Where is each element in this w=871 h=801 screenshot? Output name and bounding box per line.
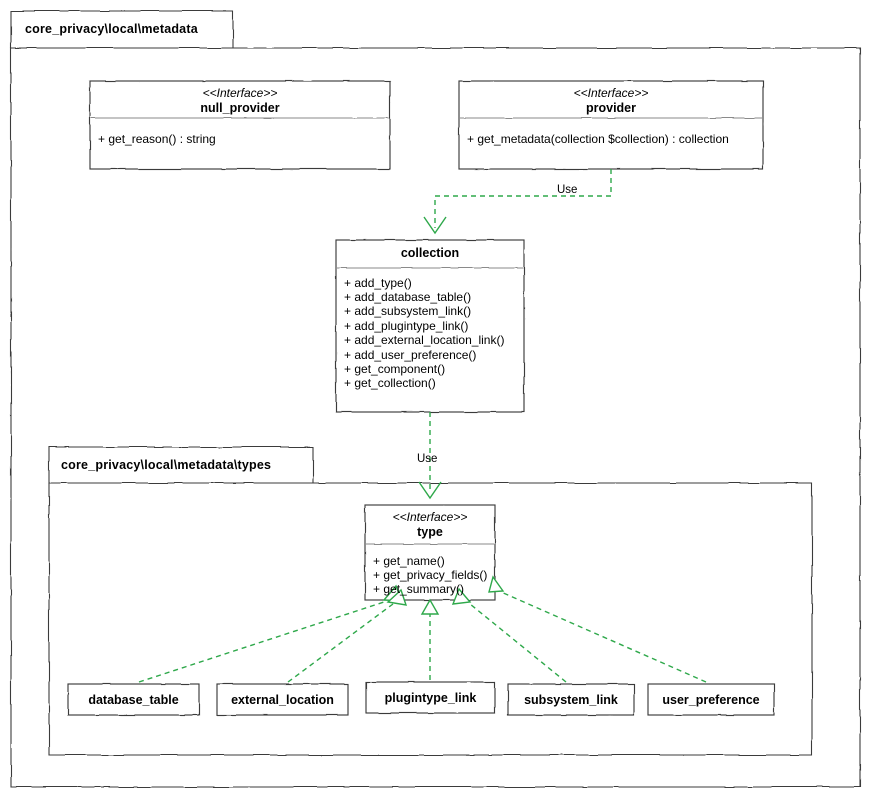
class-members-type: + get_name() + get_privacy_fields() + ge… [365, 549, 495, 597]
class-external-location[interactable]: external_location [217, 684, 348, 715]
class-box-subsystem-link [507, 683, 635, 716]
class-box-plugintype-link [365, 681, 496, 714]
member-item: + add_user_preference() [344, 347, 477, 362]
class-type[interactable]: <<Interface>> type + get_name() + get_pr… [365, 505, 495, 600]
edge-label-provider-uses-collection: Use [557, 184, 578, 196]
class-subsystem-link[interactable]: subsystem_link [508, 684, 634, 715]
package-inner-label: core_privacy\local\metadata\types [61, 458, 272, 472]
edge-external-location-realizes-type [287, 603, 394, 683]
class-box-type [364, 504, 496, 601]
class-name-label: user_preference [662, 692, 760, 707]
member-item: + add_subsystem_link() [344, 304, 472, 319]
member-item: + add_database_table() [344, 290, 472, 305]
class-header-null-provider: <<Interface>> null_provider [90, 81, 390, 117]
member-item: + get_metadata(collection $collection) :… [467, 131, 729, 146]
member-item: + get_reason() : string [98, 131, 216, 146]
class-database-table[interactable]: database_table [68, 684, 199, 715]
edge-provider-uses-collection [434, 169, 612, 228]
class-header-provider: <<Interface>> provider [459, 81, 763, 117]
class-members-null-provider: + get_reason() : string [90, 127, 390, 146]
member-item: + add_external_location_link() [344, 333, 505, 348]
class-name-label: collection [400, 246, 460, 260]
class-header-collection: collection [336, 240, 524, 262]
edge-user-preference-realizes-type [500, 591, 707, 683]
stereotype-label: <<Interface>> [573, 86, 649, 100]
class-box-database-table [67, 683, 200, 716]
class-plugintype-link[interactable]: plugintype_link [366, 682, 495, 713]
arrowhead-realization-external-location [386, 588, 408, 606]
class-provider[interactable]: <<Interface>> provider + get_metadata(co… [459, 81, 763, 169]
package-inner-tab [48, 446, 314, 483]
member-item: + get_component() [344, 361, 446, 376]
arrowhead-dependency-type [418, 481, 442, 500]
class-user-preference[interactable]: user_preference [648, 684, 774, 715]
class-name-label: plugintype_link [384, 690, 477, 705]
stereotype-label: <<Interface>> [392, 510, 468, 524]
class-box-user-preference [647, 683, 775, 716]
arrowhead-dependency-collection [423, 216, 447, 235]
class-collection[interactable]: collection + add_type() + add_database_t… [336, 240, 524, 412]
arrowhead-realization-subsystem-link [451, 587, 472, 605]
member-item: + get_name() [373, 553, 445, 568]
class-name-label: database_table [88, 692, 179, 707]
member-item: + get_summary() [373, 582, 465, 597]
package-outer-tab [10, 10, 234, 48]
member-item: + add_plugintype_link() [344, 318, 469, 333]
class-box-null-provider [89, 80, 391, 170]
class-members-collection: + add_type() + add_database_table() + ad… [336, 271, 524, 391]
class-header-type: <<Interface>> type [365, 505, 495, 541]
class-name-label: type [417, 525, 443, 539]
edge-subsystem-link-realizes-type [469, 603, 567, 683]
class-box-external-location [216, 683, 349, 716]
stereotype-label: <<Interface>> [202, 86, 278, 100]
member-item: + get_collection() [344, 376, 436, 391]
class-members-provider: + get_metadata(collection $collection) :… [459, 127, 763, 146]
member-item: + add_type() [344, 275, 412, 290]
package-outer-label: core_privacy\local\metadata [25, 22, 198, 36]
edge-database-table-realizes-type [138, 601, 385, 683]
arrowhead-realization-plugintype-link [420, 598, 440, 615]
member-item: + get_privacy_fields() [373, 568, 488, 583]
class-null-provider[interactable]: <<Interface>> null_provider + get_reason… [90, 81, 390, 169]
class-name-label: null_provider [200, 101, 280, 115]
package-inner-frame [48, 482, 813, 756]
class-name-label: subsystem_link [524, 692, 618, 707]
class-box-collection [335, 239, 525, 413]
class-name-label: provider [585, 101, 636, 115]
package-outer-frame [10, 47, 861, 788]
edge-label-collection-uses-type: Use [417, 453, 438, 465]
arrowhead-realization-user-preference [488, 575, 505, 593]
class-name-label: external_location [231, 692, 334, 707]
